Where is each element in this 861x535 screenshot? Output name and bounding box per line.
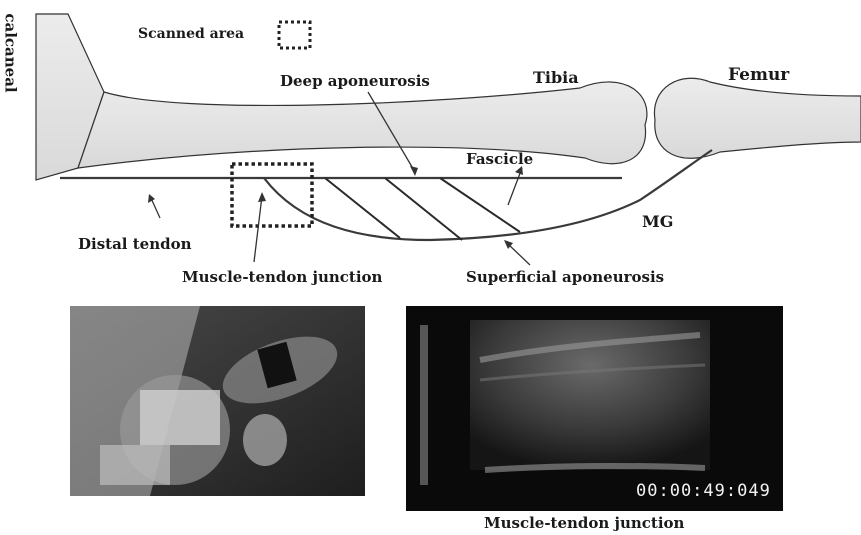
experiment-setup-photo bbox=[70, 306, 365, 496]
calcaneal-label: calcaneal bbox=[2, 13, 20, 92]
distal-tendon-label: Distal tendon bbox=[78, 235, 192, 253]
muscle-tendon-junction-label: Muscle-tendon junction bbox=[182, 268, 382, 286]
femur-bone bbox=[654, 78, 861, 158]
ultrasound-timestamp: 00:00:49:049 bbox=[636, 481, 771, 501]
fascicle-line bbox=[385, 178, 462, 240]
mg-label: MG bbox=[642, 212, 673, 231]
scanned-area-label: Scanned area bbox=[138, 26, 244, 42]
scanned-area-legend-box bbox=[279, 22, 310, 48]
fascicle-label: Fascicle bbox=[466, 150, 533, 168]
superficial-aponeurosis-label: Superficial aponeurosis bbox=[466, 268, 664, 286]
muscle-tendon-junction-pointer bbox=[254, 196, 262, 262]
fascicle-line bbox=[325, 178, 400, 238]
scanned-area-box bbox=[232, 164, 312, 226]
superficial-aponeurosis-pointer bbox=[508, 244, 530, 265]
deep-aponeurosis-label: Deep aponeurosis bbox=[280, 72, 430, 90]
tibia-bone bbox=[78, 82, 647, 168]
tibia-label: Tibia bbox=[533, 68, 579, 87]
femur-label: Femur bbox=[728, 65, 789, 85]
ultrasound-caption: Muscle-tendon junction bbox=[484, 514, 684, 532]
